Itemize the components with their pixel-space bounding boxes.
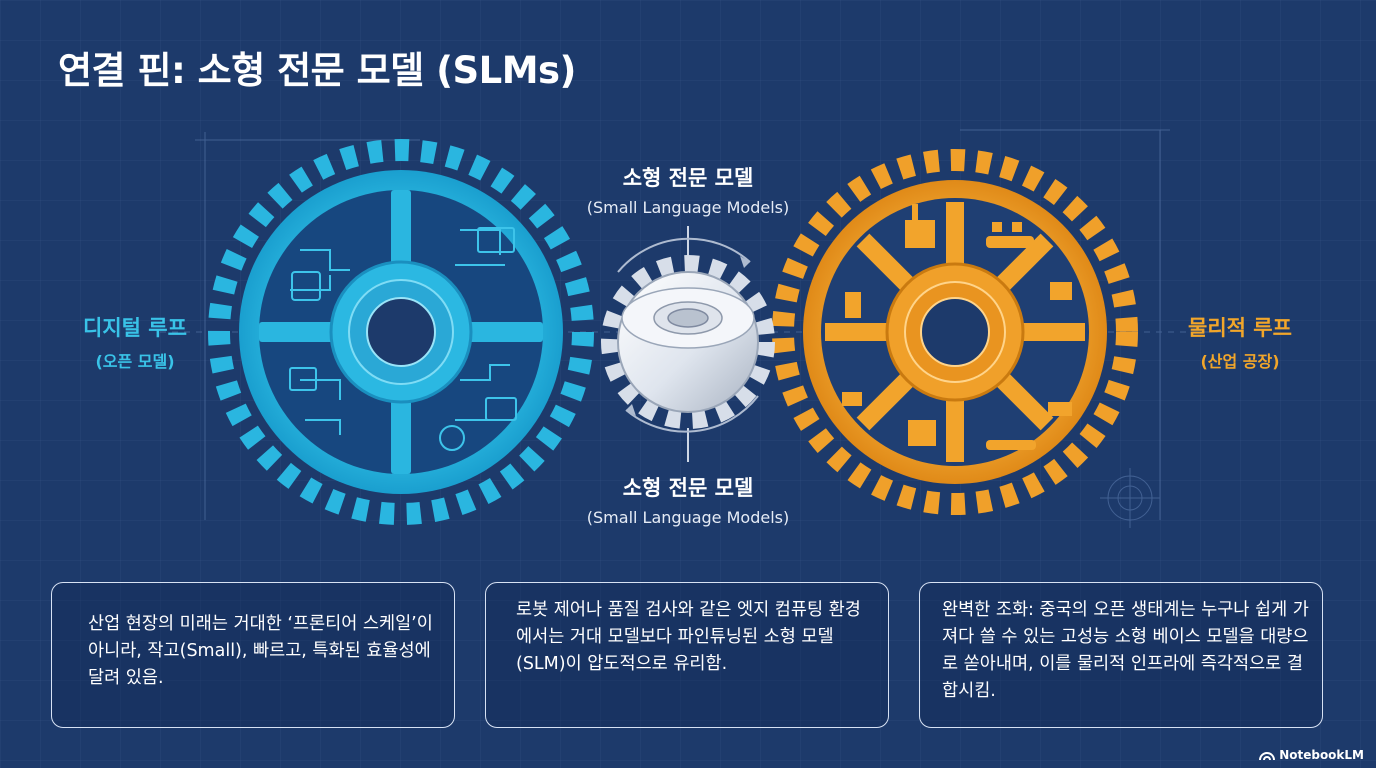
info-card-2: 로봇 제어나 품질 검사와 같은 엣지 컴퓨팅 환경에서는 거대 모델보다 파인…	[485, 582, 889, 728]
physical-loop-subtitle: (산업 공장)	[1200, 352, 1280, 371]
orange-gear-bore	[920, 297, 990, 367]
orange-gear-teeth	[772, 149, 1138, 515]
info-card-text: 산업 현장의 미래는 거대한 ‘프론티어 스케일’이 아니라, 작고(Small…	[88, 614, 433, 688]
info-card-1: 산업 현장의 미래는 거대한 ‘프론티어 스케일’이 아니라, 작고(Small…	[51, 582, 455, 728]
page-title: 연결 핀: 소형 전문 모델 (SLMs)	[58, 49, 576, 92]
factory-machine-icons	[842, 204, 1072, 450]
blue-gear-teeth	[208, 139, 594, 525]
rotation-arrow-bottom	[625, 395, 759, 433]
physical-loop-gear	[772, 149, 1138, 515]
digital-loop-gear	[208, 139, 594, 525]
notebooklm-brand: NotebookLM	[1259, 748, 1364, 762]
physical-loop-title: 물리적 루프	[1188, 316, 1292, 340]
slm-subtitle-bottom: (Small Language Models)	[586, 508, 790, 527]
brand-name: NotebookLM	[1279, 748, 1364, 762]
silver-gear-teeth	[601, 255, 775, 429]
physical-loop-label: 물리적 루프 (산업 공장)	[1160, 312, 1320, 372]
slm-label-bottom: 소형 전문 모델 (Small Language Models)	[548, 472, 828, 527]
silver-gear-bore	[667, 308, 709, 328]
info-card-3: 완벽한 조화: 중국의 오픈 생태계는 누구나 쉽게 가져다 쓸 수 있는 고성…	[919, 582, 1323, 728]
info-card-text: 완벽한 조화: 중국의 오픈 생태계는 누구나 쉽게 가져다 쓸 수 있는 고성…	[942, 600, 1309, 701]
notebooklm-logo-icon	[1259, 752, 1276, 761]
slm-subtitle-top: (Small Language Models)	[586, 198, 790, 217]
blue-gear-bore	[366, 297, 436, 367]
digital-loop-label: 디지털 루프 (오픈 모델)	[60, 312, 210, 372]
slm-title-bottom: 소형 전문 모델	[622, 476, 754, 500]
slm-center-gear	[601, 226, 775, 462]
circuit-traces	[289, 227, 517, 451]
digital-loop-subtitle: (오픈 모델)	[95, 352, 175, 371]
info-card-text: 로봇 제어나 품질 검사와 같은 엣지 컴퓨팅 환경에서는 거대 모델보다 파인…	[516, 600, 861, 674]
rotation-arrow-top	[617, 237, 751, 273]
slm-title-top: 소형 전문 모델	[622, 166, 754, 190]
digital-loop-title: 디지털 루프	[83, 316, 187, 340]
slm-label-top: 소형 전문 모델 (Small Language Models)	[548, 162, 828, 217]
